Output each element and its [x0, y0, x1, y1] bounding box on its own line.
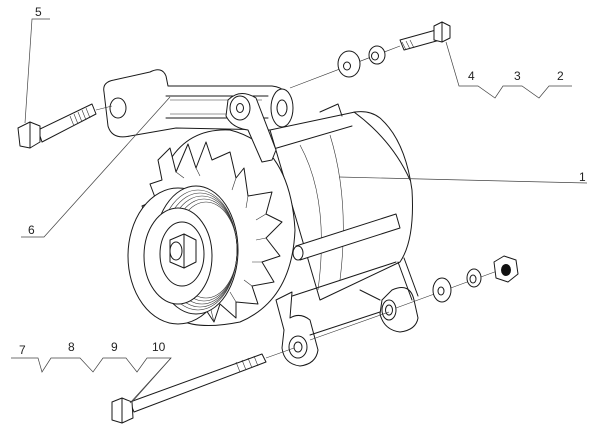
leader-4-3-2	[445, 41, 572, 99]
leader-lines	[11, 18, 588, 404]
bolt-10	[111, 347, 295, 424]
callout-7: 7	[19, 343, 26, 357]
pulley	[127, 185, 239, 325]
callout-8: 8	[68, 340, 75, 354]
leader-1	[338, 176, 588, 184]
leader-7-8-9-10	[11, 357, 172, 404]
lock-washer-3	[368, 45, 386, 65]
callout-6: 6	[28, 223, 35, 237]
leader-5	[24, 18, 50, 124]
callout-3: 3	[514, 69, 521, 83]
lock-washer-8	[466, 268, 482, 288]
washer-4	[337, 50, 361, 78]
callout-4: 4	[468, 69, 475, 83]
callout-1: 1	[579, 170, 586, 184]
callout-9: 9	[111, 340, 118, 354]
callout-2: 2	[557, 69, 564, 83]
callout-5: 5	[35, 5, 42, 19]
nut-9	[493, 255, 519, 283]
bolt-2	[399, 21, 451, 51]
washer-7	[432, 277, 452, 303]
leader-6	[21, 96, 171, 238]
assembly-axis-lower	[309, 311, 390, 341]
bolt-5	[17, 103, 113, 149]
callout-10: 10	[152, 340, 166, 354]
